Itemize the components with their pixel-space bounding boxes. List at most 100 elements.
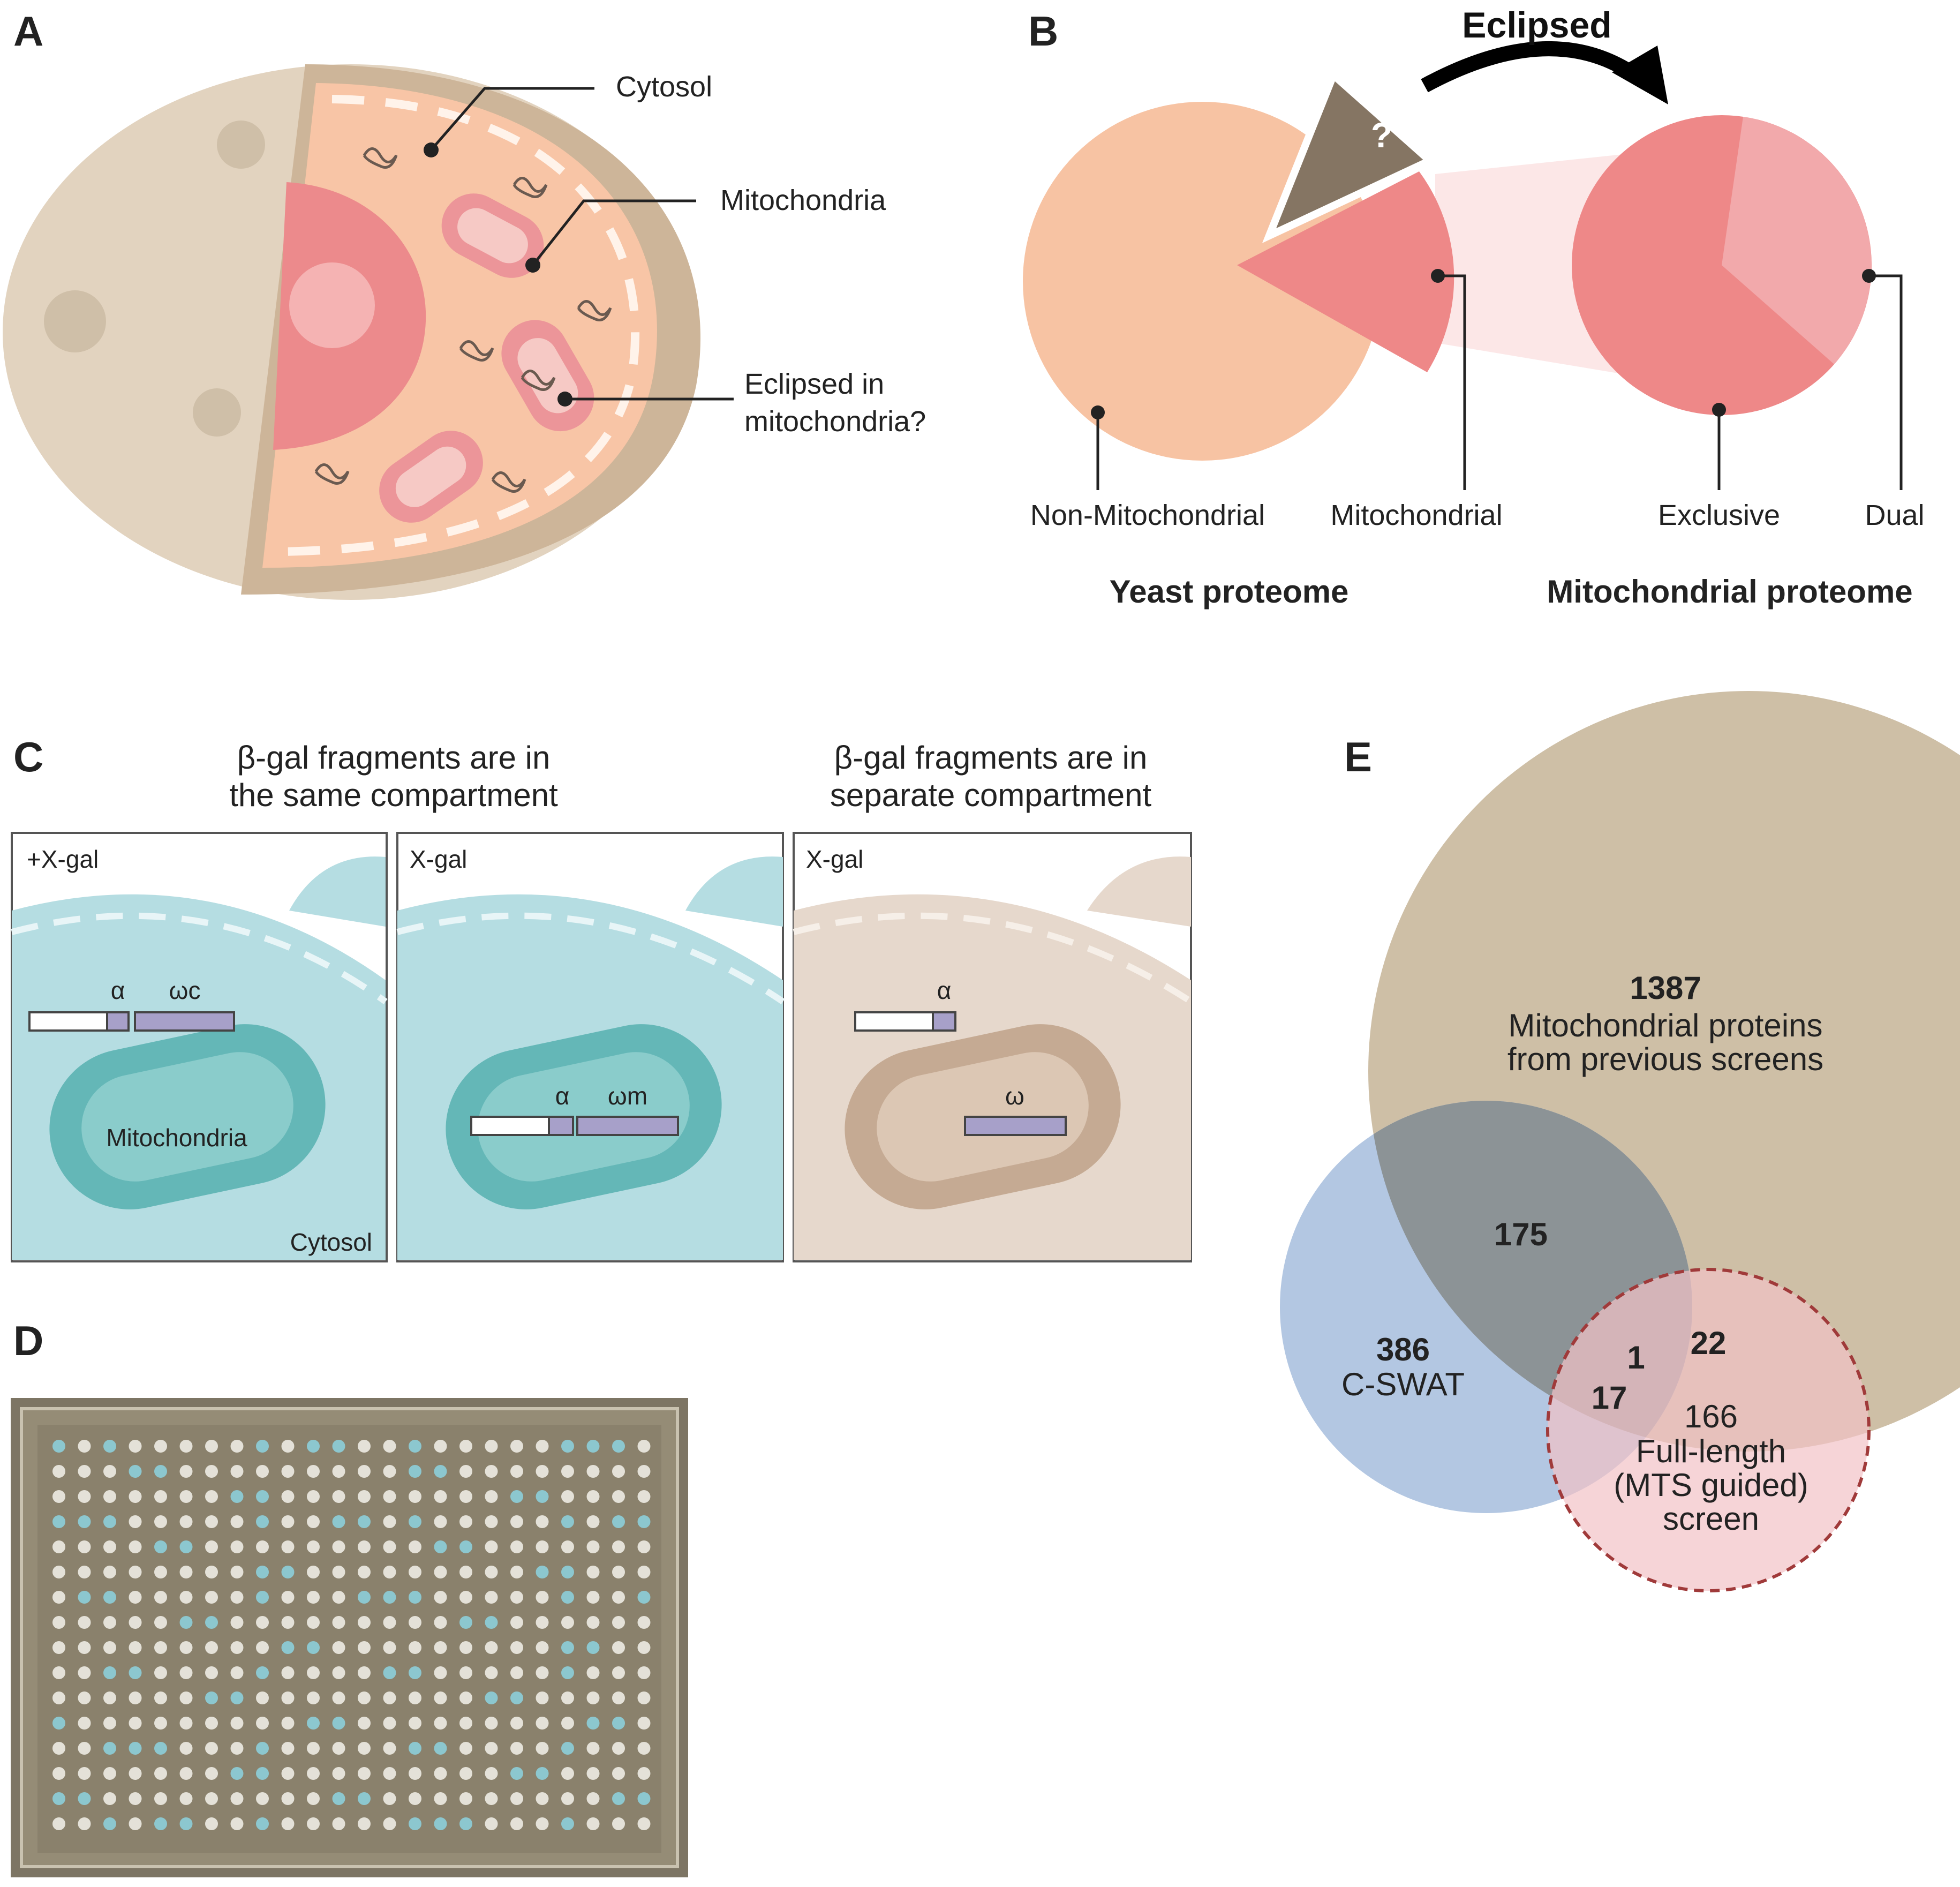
colony [332, 1817, 345, 1830]
colony [129, 1817, 142, 1830]
callout-cytosol: Cytosol [616, 71, 712, 103]
subpanel-3: X-gal α ω [793, 832, 1193, 1262]
colony [281, 1666, 295, 1679]
colony [205, 1440, 218, 1453]
colony [459, 1792, 472, 1805]
colony [281, 1691, 295, 1704]
colony [256, 1717, 269, 1730]
colony [230, 1440, 244, 1453]
colony [586, 1540, 600, 1553]
colony [383, 1490, 396, 1503]
colony [409, 1490, 421, 1503]
colony [154, 1490, 167, 1503]
colony [536, 1490, 549, 1503]
colony [536, 1515, 549, 1528]
colony [536, 1465, 549, 1478]
colony [256, 1641, 269, 1654]
colony [230, 1490, 244, 1503]
colony [510, 1641, 523, 1654]
colony [78, 1591, 91, 1604]
colony [358, 1817, 371, 1830]
colony [281, 1515, 295, 1528]
colony [307, 1540, 320, 1553]
colony [358, 1566, 371, 1578]
colony [586, 1717, 600, 1730]
colony [281, 1817, 295, 1830]
colony [358, 1742, 371, 1755]
colony [281, 1616, 295, 1629]
colony [179, 1767, 193, 1780]
colony [154, 1440, 167, 1453]
colony [459, 1490, 472, 1503]
colony [230, 1792, 244, 1805]
colony [281, 1465, 295, 1478]
colony [78, 1540, 91, 1553]
plate-agar [37, 1425, 661, 1853]
colony [612, 1490, 625, 1503]
colony [78, 1616, 91, 1629]
colony [459, 1666, 472, 1679]
colony [637, 1717, 651, 1730]
label-alpha-3: α [937, 976, 952, 1004]
colony [536, 1616, 549, 1629]
colony [205, 1465, 218, 1478]
colony [78, 1767, 91, 1780]
colony [485, 1490, 498, 1503]
colony [307, 1515, 320, 1528]
set-label-previous-2: from previous screens [1507, 1041, 1823, 1077]
colony [612, 1792, 625, 1805]
colony [78, 1566, 91, 1578]
colony [485, 1817, 498, 1830]
nucleolus [289, 262, 375, 348]
colony [383, 1465, 396, 1478]
colony [536, 1641, 549, 1654]
colony [637, 1691, 651, 1704]
colony [637, 1767, 651, 1780]
colony [485, 1641, 498, 1654]
label-exclusive: Exclusive [1658, 499, 1780, 531]
colony [256, 1515, 269, 1528]
colony [358, 1440, 371, 1453]
colony [383, 1817, 396, 1830]
colony [129, 1666, 142, 1679]
colony [307, 1591, 320, 1604]
colony [358, 1691, 371, 1704]
panel-a-label: A [13, 7, 43, 55]
colony [637, 1540, 651, 1553]
colony [409, 1465, 421, 1478]
colony [154, 1717, 167, 1730]
colony [332, 1440, 345, 1453]
colony [154, 1742, 167, 1755]
colony [103, 1515, 116, 1528]
heading-separate-line1: β-gal fragments are in [834, 740, 1148, 776]
colony [205, 1817, 218, 1830]
colony [52, 1566, 65, 1578]
colony [459, 1566, 472, 1578]
mitochondrion [441, 193, 544, 278]
colony [154, 1792, 167, 1805]
title-yeast-proteome: Yeast proteome [1110, 574, 1349, 610]
colony [332, 1691, 345, 1704]
colony [561, 1490, 574, 1503]
panel-c-label: C [13, 733, 43, 780]
heading-separate-line2: separate compartment [830, 777, 1152, 813]
colony [561, 1717, 574, 1730]
colony [536, 1817, 549, 1830]
leader-dot [1091, 405, 1105, 419]
colony [205, 1515, 218, 1528]
colony [434, 1641, 447, 1654]
colony [281, 1591, 295, 1604]
colony [332, 1566, 345, 1578]
colony [307, 1490, 320, 1503]
colony [510, 1490, 523, 1503]
omega-m-fragment [576, 1116, 679, 1136]
colony [612, 1742, 625, 1755]
colony [561, 1767, 574, 1780]
colony [103, 1440, 116, 1453]
colony [52, 1641, 65, 1654]
vacuole-spot [193, 388, 241, 437]
protein-squiggles [314, 147, 612, 493]
colony [52, 1742, 65, 1755]
colony [154, 1641, 167, 1654]
callout-mitochondria: Mitochondria [720, 184, 886, 216]
